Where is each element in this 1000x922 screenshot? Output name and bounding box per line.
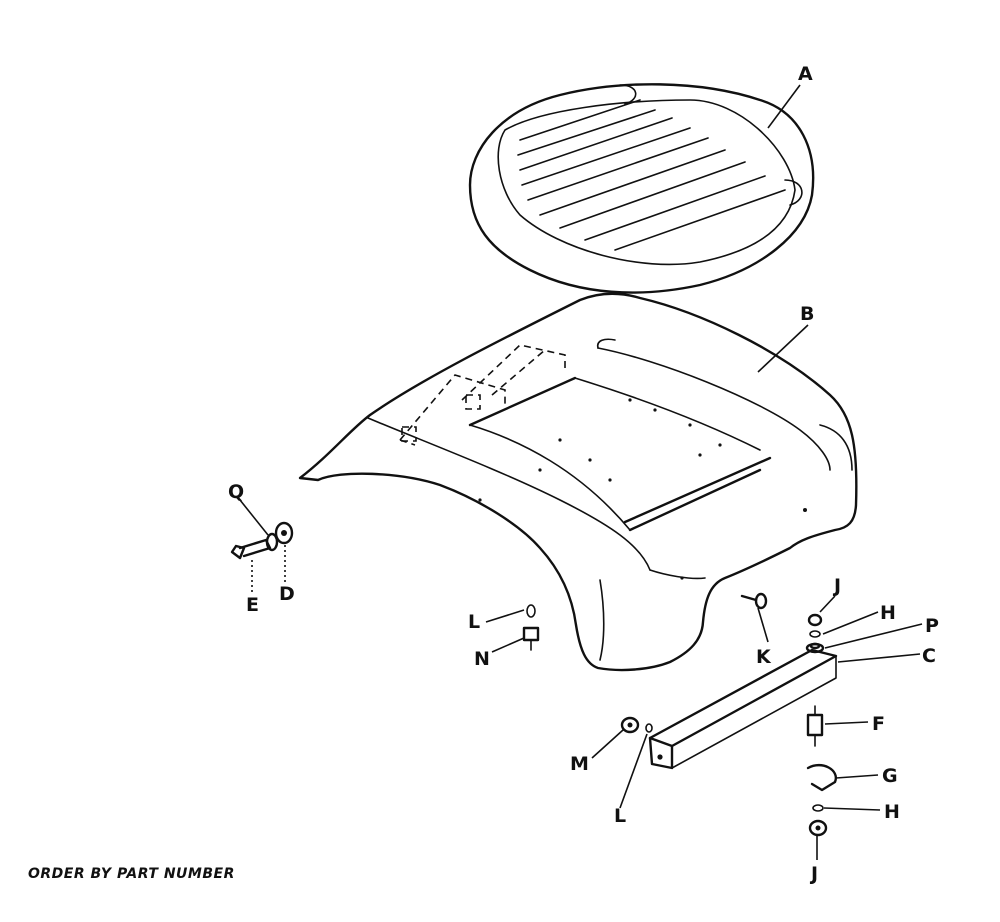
callout-d: D [279, 583, 295, 605]
callout-f: F [872, 713, 885, 735]
callout-p: P [925, 615, 939, 637]
callout-a: A [798, 63, 813, 85]
callout-e: E [246, 594, 259, 616]
nut-m-washer-l [620, 716, 653, 734]
seat-cushion-a [468, 83, 815, 294]
callout-l-upper: L [468, 611, 480, 633]
callout-k: K [756, 646, 772, 668]
callout-h-lower: H [884, 801, 900, 823]
callout-h-upper: H [880, 602, 896, 624]
order-by-part-number-note: ORDER BY PART NUMBER [28, 866, 235, 882]
callout-m: M [570, 753, 589, 775]
callout-g: G [882, 765, 898, 787]
hardware-stack-lower [806, 705, 838, 837]
callout-q: Q [228, 481, 244, 503]
callout-b: B [800, 303, 814, 325]
callout-n: N [474, 648, 490, 670]
bracket-c [648, 648, 838, 770]
bolt-n-and-washer-l [522, 604, 540, 651]
callout-c: C [922, 645, 936, 667]
bolt-assembly-eqd [230, 521, 294, 560]
callout-j-upper: J [832, 575, 841, 597]
callout-l-lower: L [614, 805, 626, 827]
seat-housing-b [298, 292, 858, 672]
bolt-k [740, 592, 768, 610]
callout-labels: A B Q E D L N K J H P C F G H J M L [228, 63, 939, 885]
hardware-stack-upper [805, 613, 825, 654]
leader-lines [239, 84, 923, 860]
callout-j-lower: J [809, 863, 818, 885]
